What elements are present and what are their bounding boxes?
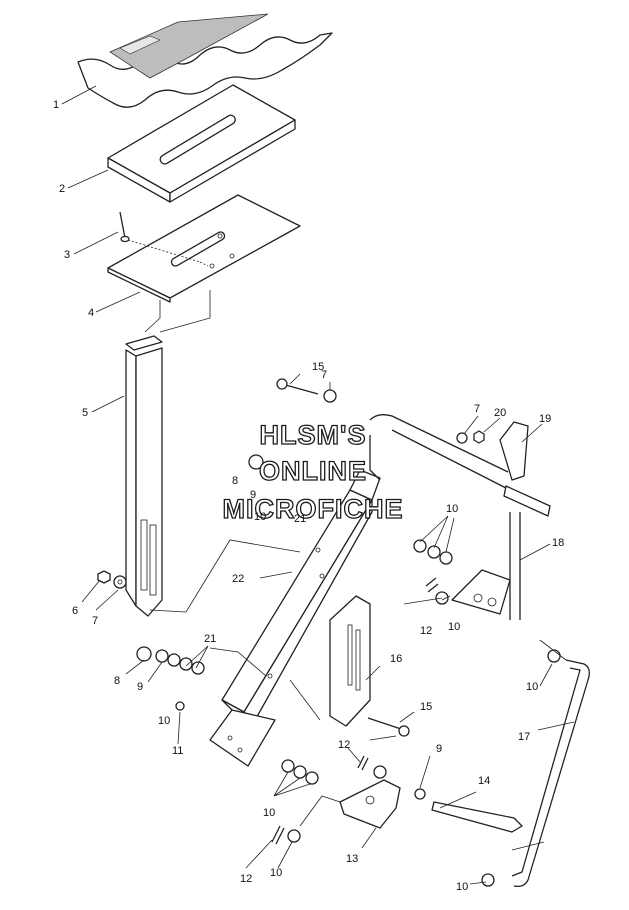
callout-10-top: 10	[254, 511, 266, 523]
part-3-screw	[119, 211, 130, 243]
callout-9-right: 9	[436, 743, 442, 755]
watermark-line-3: MICROFICHE	[223, 494, 404, 524]
part-14-link-arm	[431, 801, 523, 833]
callout-12-upper: 12	[420, 625, 432, 637]
watermark-line-2: ONLINE	[259, 456, 367, 486]
callout-1: 1	[53, 99, 59, 111]
callout-10-left: 10	[158, 715, 170, 727]
part-15-bolt-upper	[276, 378, 319, 395]
callout-18: 18	[552, 537, 564, 549]
watermark: HLSM'S ONLINE MICROFICHE	[222, 419, 404, 524]
callout-20: 20	[494, 407, 506, 419]
washers	[136, 389, 561, 887]
callout-11: 11	[172, 745, 183, 757]
callout-10-rod-top: 10	[526, 681, 538, 693]
callout-10-plate: 10	[448, 621, 460, 633]
callout-15-top: 15	[312, 361, 324, 373]
leader-lines	[61, 85, 575, 885]
part-7-washer	[113, 575, 127, 589]
callout-10-rod-bottom: 10	[456, 881, 468, 893]
callout-9-top: 9	[250, 489, 256, 501]
callout-21-top: 21	[294, 513, 306, 525]
callout-labels: 1 2 3 4 5 6 7 15 7 7 20 19 8 9 10 21 10 …	[53, 99, 564, 893]
callout-22: 22	[232, 573, 244, 585]
callout-10-right-group: 10	[446, 503, 458, 515]
callout-17: 17	[518, 731, 530, 743]
callout-4: 4	[88, 307, 94, 319]
callout-6: 6	[72, 605, 78, 617]
part-17-rod	[511, 659, 590, 888]
callout-7-right: 7	[474, 403, 480, 415]
part-1-foot-pad	[77, 13, 333, 108]
part-18-lever-plate	[451, 512, 521, 620]
callout-21-left: 21	[204, 633, 216, 645]
part-15-bolt-lower	[367, 717, 410, 737]
part-2-plate	[107, 84, 296, 203]
callout-7-top: 7	[321, 369, 327, 381]
cotter-pins	[271, 577, 439, 845]
part-13-bracket	[339, 779, 401, 829]
callout-10-bottom-group: 10	[263, 807, 275, 819]
callout-12-middle: 12	[338, 739, 350, 751]
part-6-nut	[97, 570, 111, 584]
callout-2: 2	[59, 183, 65, 195]
watermark-line-1: HLSM'S	[260, 420, 367, 450]
callout-8-top: 8	[232, 475, 238, 487]
callout-14: 14	[478, 775, 490, 787]
callout-5: 5	[82, 407, 88, 419]
callout-12-lower: 12	[240, 873, 252, 885]
callout-10-lower: 10	[270, 867, 282, 879]
part-5-bracket	[125, 335, 163, 617]
callout-13: 13	[346, 853, 358, 865]
callout-15-lower: 15	[420, 701, 432, 713]
callout-7-left: 7	[92, 615, 98, 627]
part-4-base-plate	[107, 194, 301, 303]
assembly-lines	[149, 539, 567, 851]
callout-16: 16	[390, 653, 402, 665]
callout-8-left: 8	[114, 675, 120, 687]
part-19-handle-bar	[369, 414, 551, 517]
part-22-bottom-bracket	[209, 709, 276, 767]
callout-19: 19	[539, 413, 551, 425]
callout-9-left: 9	[137, 681, 143, 693]
part-22-main-tube	[221, 469, 381, 723]
callout-3: 3	[64, 249, 70, 261]
part-16-slotted-plate	[329, 595, 371, 727]
